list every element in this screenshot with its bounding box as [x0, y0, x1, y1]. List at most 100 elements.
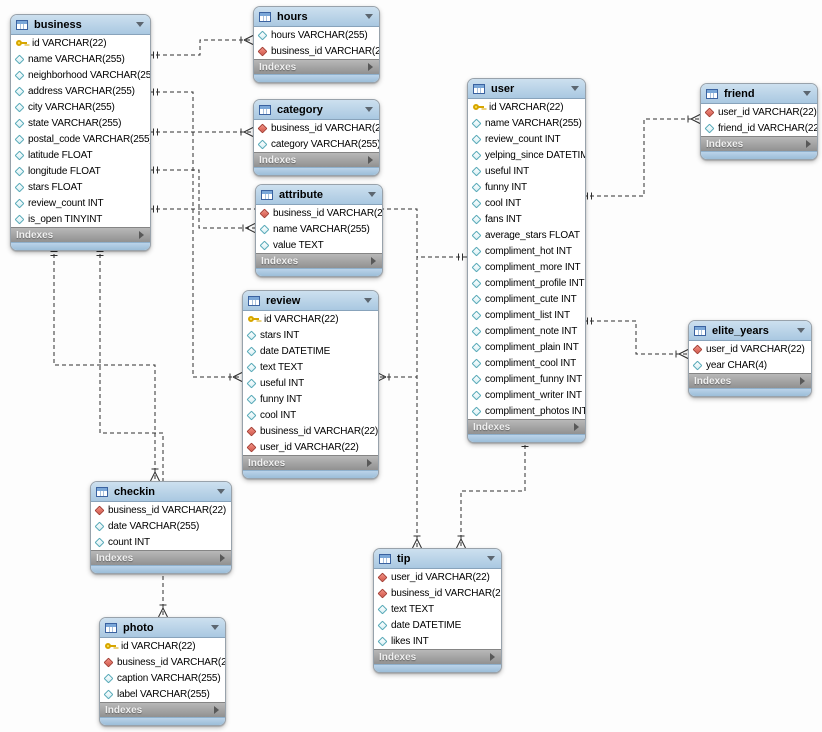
- column-row[interactable]: date VARCHAR(255): [91, 518, 231, 534]
- column-row[interactable]: cool INT: [468, 195, 585, 211]
- column-row[interactable]: business_id VARCHAR(22): [256, 205, 382, 221]
- column-row[interactable]: business_id VARCHAR(22): [100, 654, 225, 670]
- indexes-bar[interactable]: Indexes: [374, 649, 501, 664]
- column-row[interactable]: compliment_profile INT: [468, 275, 585, 291]
- column-row[interactable]: neighborhood VARCHAR(255): [11, 67, 150, 83]
- column-row[interactable]: compliment_more INT: [468, 259, 585, 275]
- column-row[interactable]: useful INT: [243, 375, 378, 391]
- chevron-down-icon[interactable]: [803, 91, 811, 96]
- table-category[interactable]: category business_id VARCHAR(22)category…: [253, 99, 380, 176]
- column-row[interactable]: compliment_cute INT: [468, 291, 585, 307]
- table-header[interactable]: business: [11, 15, 150, 35]
- relationship-business-tip[interactable]: [149, 208, 418, 548]
- indexes-bar[interactable]: Indexes: [256, 253, 382, 268]
- column-row[interactable]: city VARCHAR(255): [11, 99, 150, 115]
- table-elite_years[interactable]: elite_years user_id VARCHAR(22)year CHAR…: [688, 320, 812, 397]
- expand-arrow-icon[interactable]: [368, 63, 373, 71]
- column-row[interactable]: review_count INT: [468, 131, 585, 147]
- column-row[interactable]: compliment_photos INT: [468, 403, 585, 419]
- table-attribute[interactable]: attribute business_id VARCHAR(22)name VA…: [255, 184, 383, 277]
- column-row[interactable]: longitude FLOAT: [11, 163, 150, 179]
- chevron-down-icon[interactable]: [571, 86, 579, 91]
- column-row[interactable]: compliment_plain INT: [468, 339, 585, 355]
- column-row[interactable]: compliment_cool INT: [468, 355, 585, 371]
- indexes-bar[interactable]: Indexes: [254, 152, 379, 167]
- relationship-user-elite_years[interactable]: [583, 320, 688, 355]
- indexes-bar[interactable]: Indexes: [468, 419, 585, 434]
- chevron-down-icon[interactable]: [365, 107, 373, 112]
- indexes-bar[interactable]: Indexes: [91, 550, 231, 565]
- column-row[interactable]: id VARCHAR(22): [243, 311, 378, 327]
- column-row[interactable]: user_id VARCHAR(22): [243, 439, 378, 455]
- column-row[interactable]: cool INT: [243, 407, 378, 423]
- table-tip[interactable]: tip user_id VARCHAR(22)business_id VARCH…: [373, 548, 502, 673]
- indexes-bar[interactable]: Indexes: [243, 455, 378, 470]
- chevron-down-icon[interactable]: [365, 14, 373, 19]
- column-row[interactable]: business_id VARCHAR(22): [243, 423, 378, 439]
- column-row[interactable]: id VARCHAR(22): [468, 99, 585, 115]
- column-row[interactable]: business_id VARCHAR(22): [91, 502, 231, 518]
- column-row[interactable]: hours VARCHAR(255): [254, 27, 379, 43]
- indexes-bar[interactable]: Indexes: [254, 59, 379, 74]
- table-header[interactable]: user: [468, 79, 585, 99]
- column-row[interactable]: text TEXT: [374, 601, 501, 617]
- table-business[interactable]: business id VARCHAR(22)name VARCHAR(255)…: [10, 14, 151, 251]
- chevron-down-icon[interactable]: [487, 556, 495, 561]
- table-checkin[interactable]: checkin business_id VARCHAR(22)date VARC…: [90, 481, 232, 574]
- column-row[interactable]: latitude FLOAT: [11, 147, 150, 163]
- column-row[interactable]: date DATETIME: [374, 617, 501, 633]
- column-row[interactable]: compliment_writer INT: [468, 387, 585, 403]
- relationship-business-review[interactable]: [149, 91, 242, 378]
- column-row[interactable]: fans INT: [468, 211, 585, 227]
- table-header[interactable]: category: [254, 100, 379, 120]
- table-header[interactable]: attribute: [256, 185, 382, 205]
- column-row[interactable]: stars INT: [243, 327, 378, 343]
- table-hours[interactable]: hours hours VARCHAR(255)business_id VARC…: [253, 6, 380, 83]
- relationship-business-hours[interactable]: [149, 39, 253, 56]
- table-header[interactable]: hours: [254, 7, 379, 27]
- relationship-user-friend[interactable]: [583, 118, 700, 197]
- column-row[interactable]: user_id VARCHAR(22): [689, 341, 811, 357]
- table-header[interactable]: friend: [701, 84, 817, 104]
- column-row[interactable]: friend_id VARCHAR(22): [701, 120, 817, 136]
- expand-arrow-icon[interactable]: [490, 653, 495, 661]
- column-row[interactable]: user_id VARCHAR(22): [701, 104, 817, 120]
- column-row[interactable]: yelping_since DATETIME: [468, 147, 585, 163]
- column-row[interactable]: business_id VARCHAR(22): [254, 120, 379, 136]
- expand-arrow-icon[interactable]: [367, 459, 372, 467]
- table-header[interactable]: elite_years: [689, 321, 811, 341]
- column-row[interactable]: average_stars FLOAT: [468, 227, 585, 243]
- table-header[interactable]: checkin: [91, 482, 231, 502]
- table-header[interactable]: tip: [374, 549, 501, 569]
- table-user[interactable]: user id VARCHAR(22)name VARCHAR(255)revi…: [467, 78, 586, 443]
- column-row[interactable]: review_count INT: [11, 195, 150, 211]
- chevron-down-icon[interactable]: [364, 298, 372, 303]
- chevron-down-icon[interactable]: [368, 192, 376, 197]
- column-row[interactable]: caption VARCHAR(255): [100, 670, 225, 686]
- indexes-bar[interactable]: Indexes: [100, 702, 225, 717]
- table-header[interactable]: photo: [100, 618, 225, 638]
- relationship-business-photo[interactable]: [99, 247, 164, 617]
- column-row[interactable]: date DATETIME: [243, 343, 378, 359]
- table-friend[interactable]: friend user_id VARCHAR(22)friend_id VARC…: [700, 83, 818, 160]
- expand-arrow-icon[interactable]: [574, 423, 579, 431]
- column-row[interactable]: funny INT: [468, 179, 585, 195]
- indexes-bar[interactable]: Indexes: [701, 136, 817, 151]
- column-row[interactable]: year CHAR(4): [689, 357, 811, 373]
- column-row[interactable]: compliment_hot INT: [468, 243, 585, 259]
- relationship-user-review[interactable]: [377, 256, 467, 378]
- column-row[interactable]: postal_code VARCHAR(255): [11, 131, 150, 147]
- column-row[interactable]: useful INT: [468, 163, 585, 179]
- chevron-down-icon[interactable]: [136, 22, 144, 27]
- column-row[interactable]: address VARCHAR(255): [11, 83, 150, 99]
- column-row[interactable]: id VARCHAR(22): [100, 638, 225, 654]
- column-row[interactable]: category VARCHAR(255): [254, 136, 379, 152]
- expand-arrow-icon[interactable]: [139, 231, 144, 239]
- expand-arrow-icon[interactable]: [371, 257, 376, 265]
- column-row[interactable]: label VARCHAR(255): [100, 686, 225, 702]
- expand-arrow-icon[interactable]: [368, 156, 373, 164]
- column-row[interactable]: stars FLOAT: [11, 179, 150, 195]
- indexes-bar[interactable]: Indexes: [689, 373, 811, 388]
- chevron-down-icon[interactable]: [211, 625, 219, 630]
